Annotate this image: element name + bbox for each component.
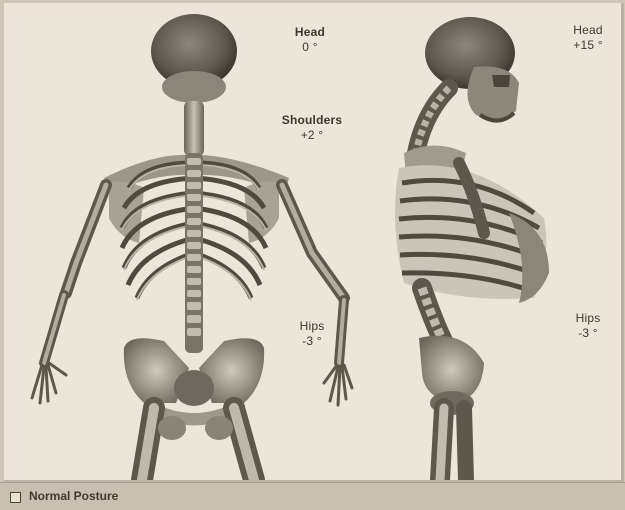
spine — [185, 153, 203, 353]
normal-posture-label[interactable]: Normal Posture — [29, 489, 118, 503]
front-head-label: Head 0 ° — [280, 25, 340, 55]
cervical-spine — [184, 101, 204, 156]
side-head-label: Head +15 ° — [560, 23, 616, 53]
side-hips-label: Hips -3 ° — [563, 311, 613, 341]
skeleton-side-view — [395, 17, 549, 480]
front-hips-value: -3 ° — [287, 334, 337, 349]
side-head-title: Head — [560, 23, 616, 38]
skeleton-back-view — [4, 3, 621, 480]
normal-posture-checkbox[interactable] — [10, 492, 21, 503]
bottom-bar: Normal Posture — [0, 482, 625, 510]
front-shoulders-label: Shoulders +2 ° — [262, 113, 362, 143]
front-shoulders-value: +2 ° — [262, 128, 362, 143]
right-arm — [282, 185, 352, 405]
jaw — [162, 71, 226, 103]
front-head-title: Head — [280, 25, 340, 40]
front-head-value: 0 ° — [280, 40, 340, 55]
left-arm — [32, 185, 106, 403]
side-face — [467, 66, 519, 119]
front-hips-title: Hips — [287, 319, 337, 334]
front-shoulders-title: Shoulders — [262, 113, 362, 128]
side-hips-value: -3 ° — [563, 326, 613, 341]
side-head-value: +15 ° — [560, 38, 616, 53]
side-hips-title: Hips — [563, 311, 613, 326]
posture-view-panel: Head 0 ° Shoulders +2 ° Hips -3 ° Head +… — [4, 3, 624, 482]
front-hips-label: Hips -3 ° — [287, 319, 337, 349]
